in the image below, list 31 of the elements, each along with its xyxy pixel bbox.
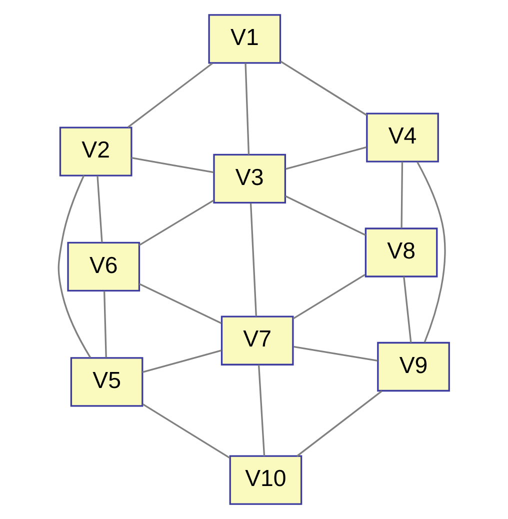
node-box: V7 (220, 316, 294, 366)
connector (400, 162, 404, 228)
connector (292, 274, 366, 320)
connector (103, 291, 107, 358)
connector (280, 60, 368, 116)
connector (142, 404, 230, 459)
connector (258, 364, 266, 456)
connector (58, 175, 92, 358)
connector (250, 203, 258, 316)
connector (96, 176, 103, 242)
connector (416, 162, 446, 343)
node-box: V6 (67, 242, 140, 292)
node-box: V3 (213, 154, 286, 204)
connector (131, 157, 214, 174)
node-box: V9 (377, 342, 450, 392)
node-box: V8 (364, 228, 438, 278)
node-box: V2 (59, 126, 132, 176)
node-box: V4 (366, 112, 439, 162)
connector (138, 283, 222, 324)
connector (244, 63, 250, 155)
node-box: V10 (229, 455, 302, 505)
connector (138, 200, 214, 246)
connector (293, 346, 378, 362)
node-box: V5 (70, 357, 144, 407)
node-box: V1 (208, 14, 282, 64)
connector (403, 276, 412, 343)
connector (286, 146, 367, 170)
connector (128, 62, 213, 128)
connector (285, 195, 366, 236)
connector (296, 390, 382, 457)
connector (142, 350, 222, 373)
